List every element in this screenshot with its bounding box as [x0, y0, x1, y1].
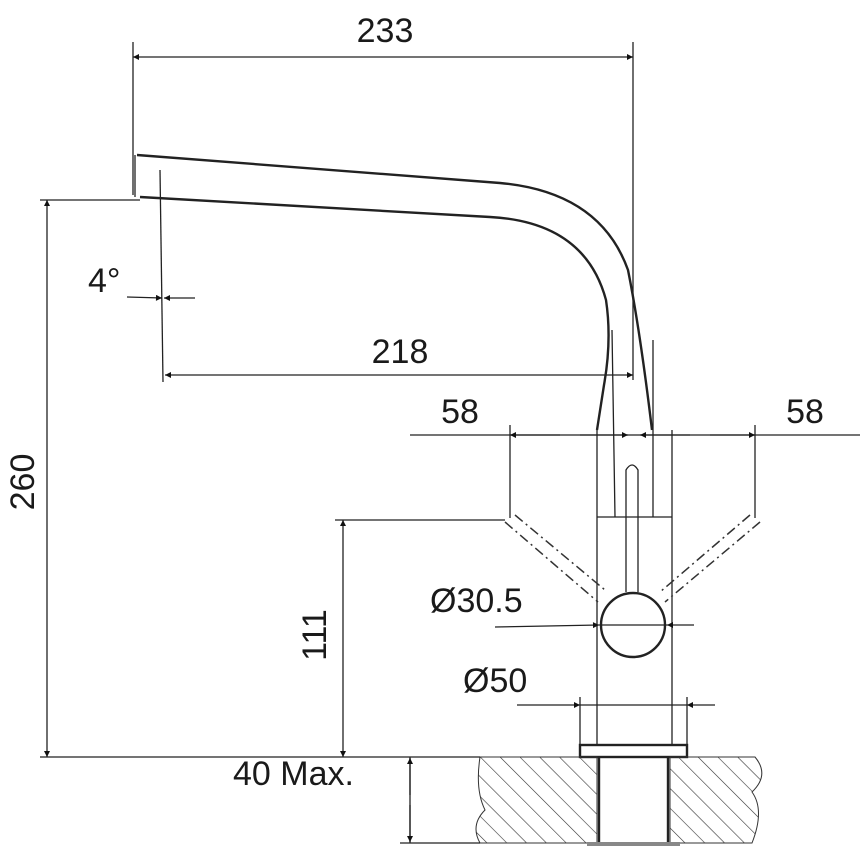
dimension-base-diameter: Ø50	[463, 662, 715, 745]
dimension-label-4deg: 4°	[88, 262, 121, 300]
countertop-section	[475, 743, 763, 846]
dimension-label-58-left: 58	[441, 393, 479, 431]
dimension-label-58-right: 58	[786, 393, 824, 431]
dimension-spout-angle: 4°	[88, 169, 195, 383]
dimension-counter-thickness: 40 Max.	[233, 755, 480, 844]
dimension-lever-diameter: Ø30.5	[430, 582, 694, 629]
dimension-overall-reach: 233	[132, 12, 634, 380]
dimension-total-height: 260	[4, 199, 480, 758]
dimension-label-111: 111	[296, 609, 334, 661]
dimension-label-d30-5: Ø30.5	[430, 582, 523, 620]
dimension-lever-swing: 58 58	[410, 393, 860, 518]
faucet-body	[596, 430, 673, 745]
lever-alt-positions	[504, 514, 761, 603]
dimension-label-d50: Ø50	[463, 662, 527, 700]
dimension-label-233: 233	[357, 12, 414, 50]
dimension-spout-reach: 218	[165, 333, 633, 378]
dimension-label-218: 218	[372, 333, 429, 371]
dimension-label-260: 260	[4, 454, 42, 511]
dimension-lever-height: 111	[296, 519, 505, 757]
faucet-spout	[134, 153, 654, 518]
dimension-label-40-max: 40 Max.	[233, 755, 354, 793]
